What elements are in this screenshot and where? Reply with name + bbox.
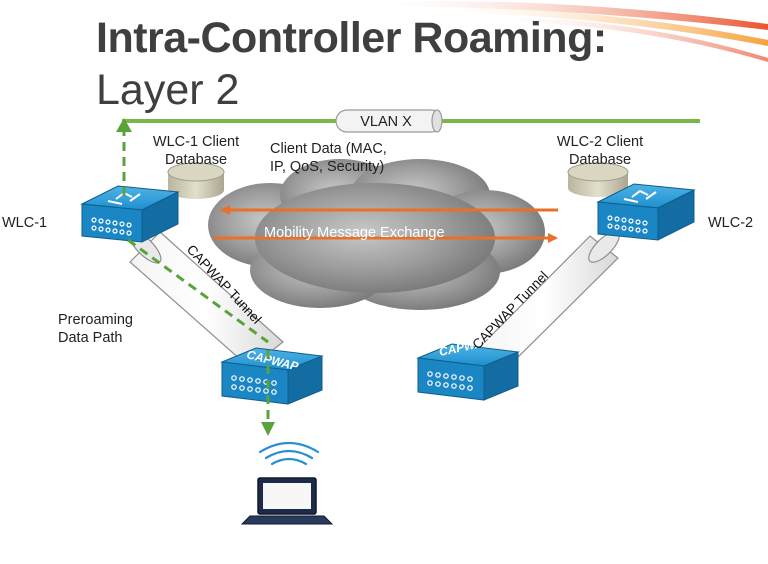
preroaming-label: Preroaming Data Path — [58, 312, 133, 346]
vlan-tube — [335, 109, 443, 133]
wifi-signal-icon — [258, 442, 320, 466]
vlan-label: VLAN X — [360, 114, 412, 130]
laptop-icon — [240, 477, 334, 525]
wlc1-db-label: WLC-1 Client Database — [152, 134, 240, 168]
network-cloud — [208, 159, 545, 310]
wlc-switch-icon — [596, 183, 696, 241]
page-title: Intra-Controller Roaming: — [96, 14, 607, 62]
wlc-switch-icon — [80, 185, 180, 243]
database-icon — [167, 162, 225, 199]
access-point-icon: CAPWAP — [416, 334, 520, 401]
preroaming-data-path — [116, 118, 275, 436]
wlc1-name: WLC-1 — [2, 215, 48, 231]
page-subtitle: Layer 2 — [96, 66, 240, 114]
access-point-icon: CAPWAP — [220, 347, 324, 405]
wlc2-db-label: WLC-2 Client Database — [556, 134, 644, 168]
client-data-label: Client Data (MAC, IP, QoS, Security) — [270, 141, 387, 175]
wlc2-name: WLC-2 — [708, 215, 754, 231]
mobility-label: Mobility Message Exchange — [264, 225, 445, 241]
database-icon — [567, 162, 629, 197]
decorative-swoosh — [360, 0, 768, 62]
